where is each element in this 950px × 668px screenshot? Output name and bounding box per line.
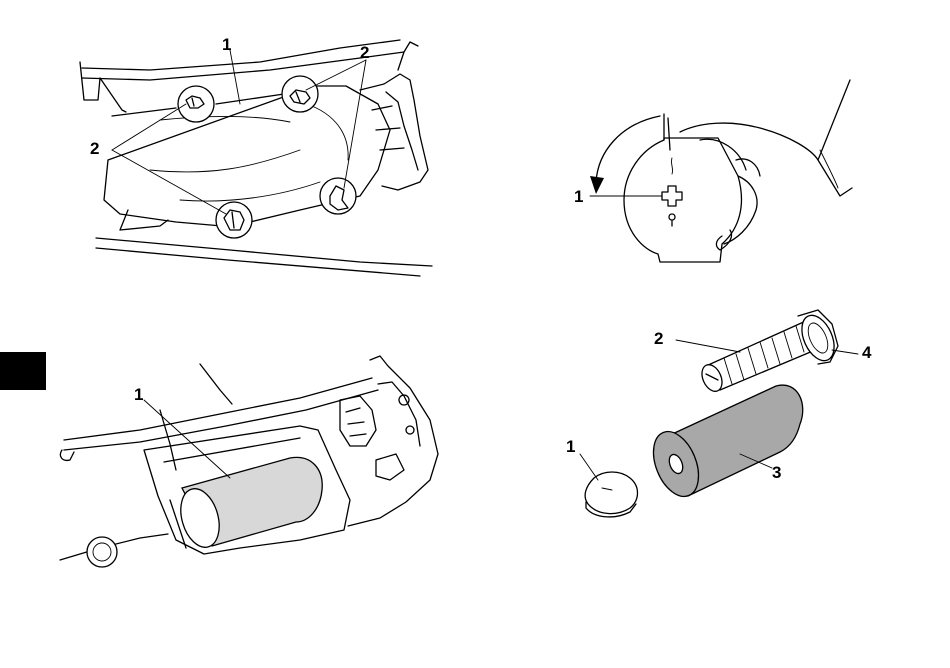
callout-label: 1: [566, 438, 575, 455]
callout-label: 4: [862, 344, 871, 361]
callout-label: 2: [654, 330, 663, 347]
callout-label: 3: [772, 464, 781, 481]
